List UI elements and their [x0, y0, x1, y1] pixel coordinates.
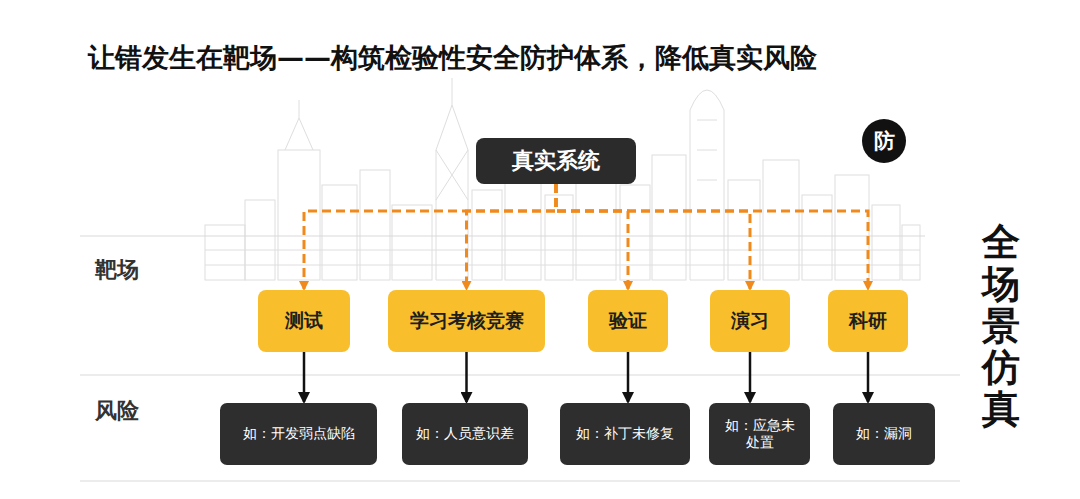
risk-box: 如：补丁未修复 — [560, 403, 690, 465]
risk-box: 如：开发弱点缺陷 — [220, 403, 377, 465]
badge-circle: 防 — [862, 119, 906, 163]
scenario-box: 科研 — [828, 290, 908, 352]
box-text: 如：开发弱点缺陷 — [243, 425, 355, 443]
arrow — [465, 352, 468, 402]
box-text: 真实系统 — [512, 146, 600, 176]
risk-box: 如：漏洞 — [833, 403, 935, 465]
box-text: 验证 — [609, 308, 647, 334]
row-label: 风险 — [95, 396, 139, 426]
box-text: 演习 — [731, 308, 769, 334]
scenario-box: 演习 — [710, 290, 790, 352]
city-skyline — [205, 78, 920, 280]
box-text: 科研 — [849, 308, 887, 334]
system-box: 真实系统 — [476, 138, 636, 184]
row-label: 靶场 — [95, 255, 139, 285]
box-text: 如：人员意识差 — [416, 425, 514, 443]
title: 让错发生在靶场——构筑检验性安全防护体系，降低真实风险 — [88, 40, 817, 76]
scenario-box: 验证 — [588, 290, 668, 352]
box-text: 如：漏洞 — [856, 425, 912, 443]
scenario-box: 学习考核竞赛 — [388, 290, 545, 352]
box-text: 如：补丁未修复 — [576, 425, 674, 443]
dashed-arrow — [556, 184, 868, 289]
arrow — [627, 352, 630, 402]
dashed-arrow — [467, 184, 557, 289]
box-text: 学习考核竞赛 — [410, 308, 524, 334]
dashed-arrow — [556, 184, 750, 289]
dashed-arrow — [556, 184, 628, 289]
risk-box: 如：人员意识差 — [402, 403, 528, 465]
arrow — [867, 352, 870, 402]
box-text: 测试 — [285, 308, 323, 334]
risk-box: 如：应急未处置 — [709, 403, 810, 465]
box-text: 如：应急未处置 — [724, 417, 796, 452]
dashed-arrow — [304, 184, 556, 289]
arrow — [749, 352, 752, 402]
scenario-box: 测试 — [258, 290, 350, 352]
arrow — [303, 352, 306, 402]
box-text: 防 — [874, 127, 895, 155]
row-divider — [80, 236, 960, 481]
vertical-label: 全场景仿真 — [982, 222, 1020, 431]
